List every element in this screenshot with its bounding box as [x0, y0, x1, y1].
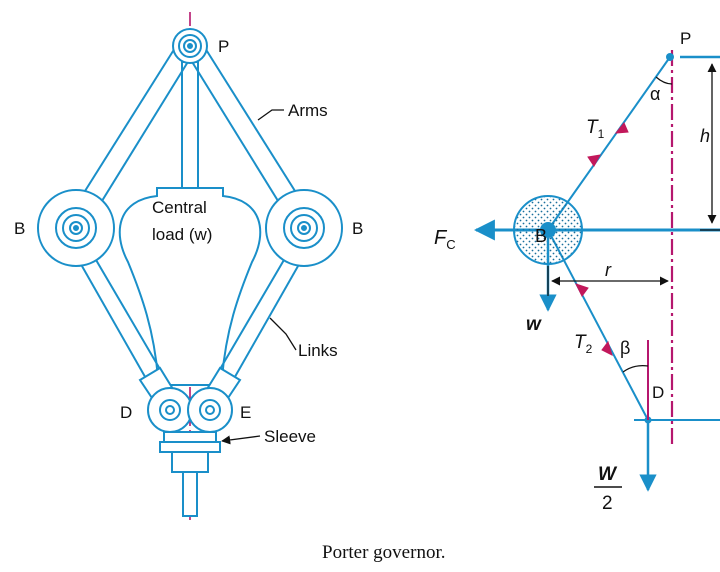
fc-label: FC: [434, 227, 456, 252]
t1-label: T1: [586, 117, 605, 141]
right-force-diagram: [473, 50, 720, 492]
alpha-arc: [655, 76, 673, 85]
t1-main: T: [586, 117, 599, 138]
joint-d: [138, 366, 193, 433]
t2-sub: 2: [586, 342, 593, 356]
right-label-alpha: α: [650, 84, 660, 104]
ball-b-center: [540, 222, 556, 238]
spindle-lower: [182, 469, 198, 517]
left-label-links: Links: [298, 341, 338, 360]
beta-arc: [622, 365, 649, 373]
w-big-numerator: W: [598, 464, 618, 485]
fc-sub: C: [446, 237, 455, 252]
arm-pb: [547, 56, 671, 231]
t1-arrowhead-lower: [587, 154, 601, 167]
left-top-pivot: [172, 28, 208, 64]
right-label-h: h: [700, 126, 710, 146]
left-label-d: D: [120, 403, 132, 422]
t1-sub: 1: [598, 127, 605, 141]
right-label-p: P: [680, 29, 691, 48]
left-label-p: P: [218, 37, 229, 56]
t1-arrowhead: [614, 122, 629, 134]
t2-arrowhead-lower: [601, 340, 613, 356]
t2-label: T2: [574, 332, 593, 356]
central-load-line2: load (w): [152, 225, 212, 244]
left-label-e: E: [240, 403, 251, 422]
left-governor: [37, 12, 343, 520]
figure-caption: Porter governor.: [322, 542, 445, 563]
right-ball: [265, 189, 343, 267]
w-over-2-label: W 2: [594, 464, 622, 514]
right-label-d: D: [652, 383, 664, 402]
sleeve: [159, 431, 221, 473]
links-leader: [269, 317, 297, 351]
right-label-r: r: [605, 260, 612, 280]
arms-leader: [257, 109, 284, 121]
w-small-label: w: [526, 314, 542, 335]
sleeve-leader: [221, 435, 261, 445]
t2-main: T: [574, 332, 587, 353]
left-label-ball-right: B: [352, 219, 363, 238]
w-big-denominator: 2: [602, 493, 613, 514]
left-label-arms: Arms: [288, 101, 328, 120]
right-label-beta: β: [620, 338, 630, 358]
joint-e: [187, 366, 242, 433]
right-label-b: B: [535, 226, 547, 246]
t2-arrowhead-upper: [575, 283, 589, 297]
left-ball: [37, 189, 115, 267]
spindle: [181, 61, 199, 193]
left-label-sleeve: Sleeve: [264, 427, 316, 446]
central-load-line1: Central: [152, 198, 207, 217]
fc-main: F: [434, 227, 448, 249]
pivot-p-dot: [666, 53, 674, 61]
central-load: [118, 187, 262, 386]
left-label-ball-left: B: [14, 219, 25, 238]
link-bd: [547, 229, 649, 421]
